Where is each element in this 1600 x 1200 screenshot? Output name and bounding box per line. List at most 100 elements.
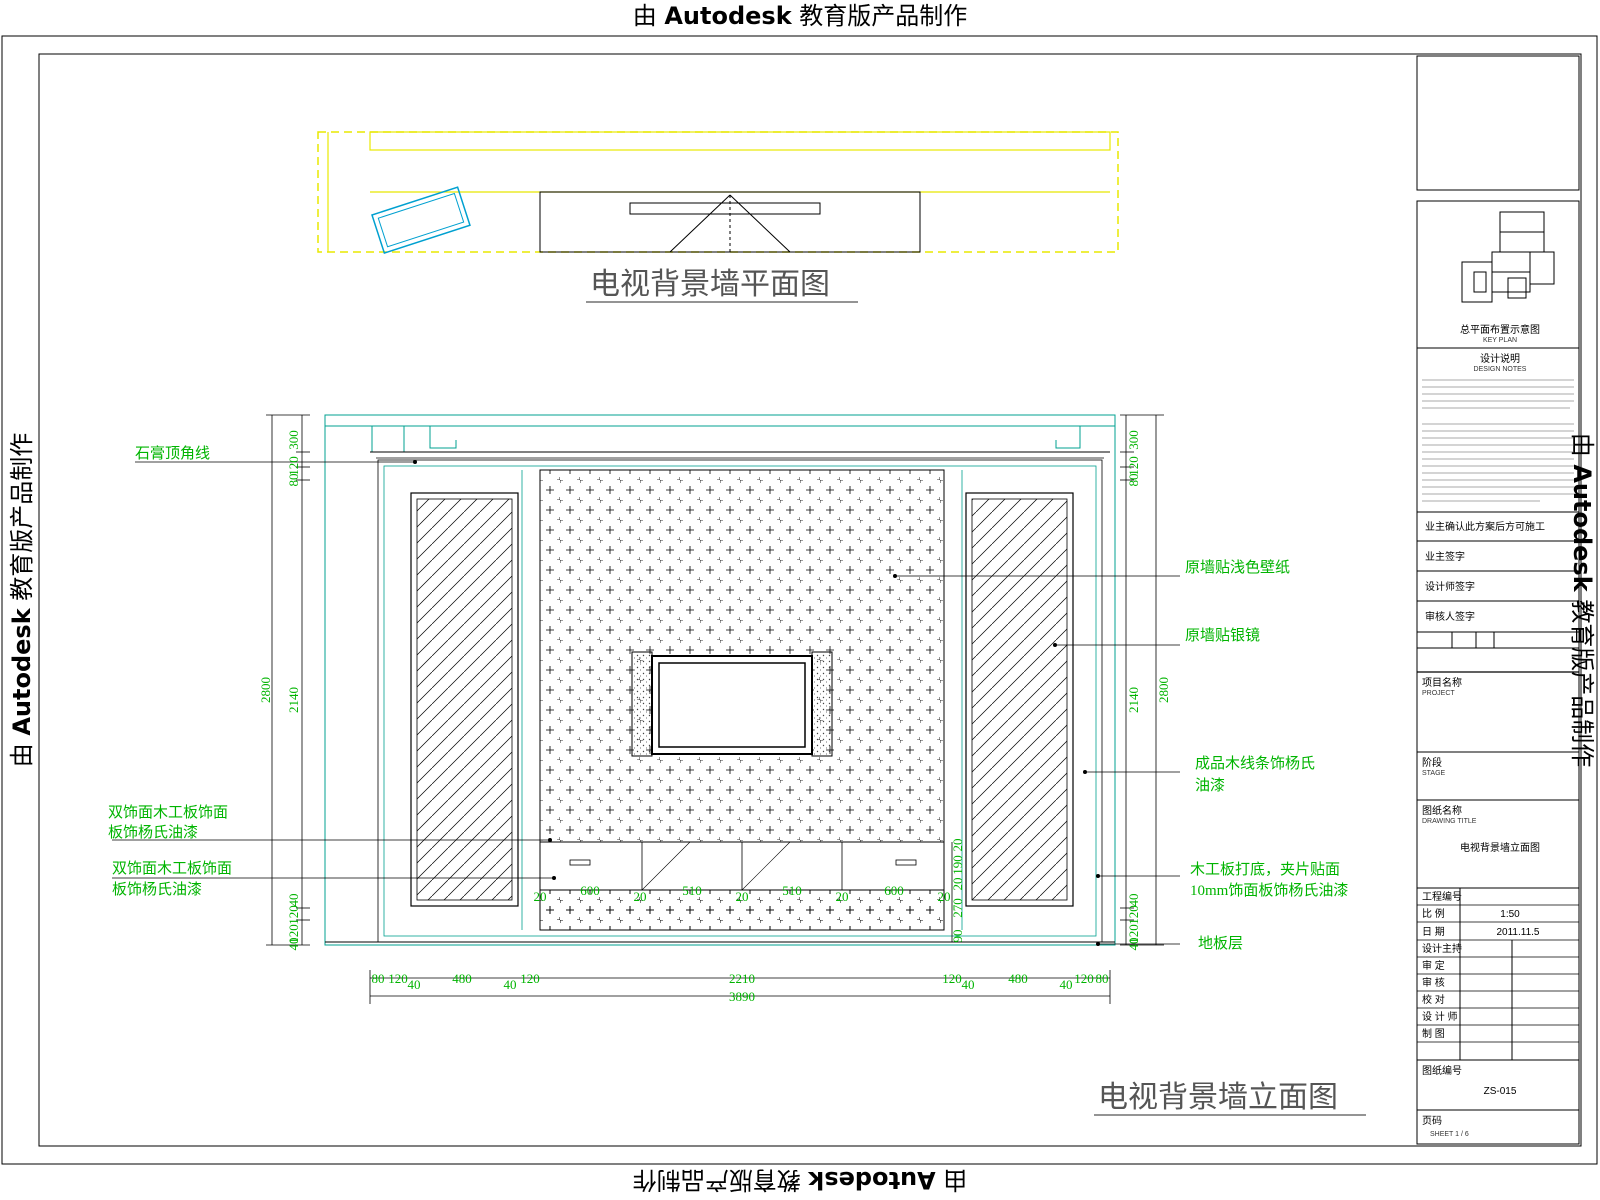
svg-text:600: 600 [580, 883, 600, 898]
svg-text:90: 90 [950, 930, 965, 943]
svg-text:20: 20 [950, 878, 965, 891]
drawing-number-value: ZS-015 [1484, 1086, 1517, 1097]
svg-text:审 定: 审 定 [1422, 959, 1445, 972]
tv-screen [658, 662, 806, 748]
drawing-name-label: 图纸名称 [1422, 804, 1462, 817]
annotation-floor: 地板层 [1198, 934, 1243, 952]
svg-text:40: 40 [1126, 894, 1141, 907]
owner-signature-label: 业主签字 [1425, 550, 1465, 563]
drawing-name-label-en: DRAWING TITLE [1422, 818, 1477, 825]
svg-text:设计主持: 设计主持 [1422, 942, 1462, 955]
svg-text:40: 40 [962, 977, 975, 992]
svg-text:20: 20 [534, 889, 547, 904]
project-name-label: 项目名称 [1422, 676, 1462, 689]
svg-text:80: 80 [286, 474, 301, 487]
svg-text:120: 120 [286, 905, 301, 925]
title-block-rows: 工程编号 比 例 1:50 日 期 2011.11.5 设计主持 审 定 审 核… [1417, 888, 1579, 1061]
svg-text:2011.11.5: 2011.11.5 [1496, 927, 1539, 938]
svg-text:40: 40 [504, 977, 517, 992]
key-plan-caption: 总平面布置示意图 [1460, 323, 1540, 336]
sheet-label: 页码 [1422, 1115, 1442, 1127]
svg-text:1:50: 1:50 [1500, 909, 1520, 920]
svg-text:2140: 2140 [286, 687, 301, 713]
sheet-value: SHEET 1 / 6 [1430, 1131, 1469, 1138]
svg-text:120: 120 [942, 971, 962, 986]
svg-text:20: 20 [634, 889, 647, 904]
svg-text:120: 120 [1074, 971, 1094, 986]
reviewer-signature-label: 审核人签字 [1425, 610, 1475, 623]
svg-text:校 对: 校 对 [1422, 993, 1445, 1006]
svg-text:120: 120 [520, 971, 540, 986]
svg-text:40: 40 [1060, 977, 1073, 992]
svg-text:制 图: 制 图 [1422, 1027, 1445, 1040]
title-block: 总平面布置示意图 KEY PLAN 设计说明 DESIGN NOTES 业主确认… [1416, 55, 1580, 1145]
svg-text:80: 80 [372, 971, 385, 986]
svg-text:120: 120 [1126, 905, 1141, 925]
svg-text:510: 510 [782, 883, 802, 898]
svg-text:40: 40 [1126, 938, 1141, 951]
design-notes-body [1422, 379, 1574, 502]
designer-signature-label: 设计师签字 [1425, 580, 1475, 593]
svg-text:20: 20 [836, 889, 849, 904]
plan-view-title: 电视背景墙平面图 [590, 267, 830, 302]
svg-text:120: 120 [388, 971, 408, 986]
svg-text:480: 480 [452, 971, 472, 986]
annotation-wood-trim-line1: 成品木线条饰杨氏 [1195, 755, 1315, 772]
annotation-center-wallpaper: 原墙贴浅色壁纸 [1185, 559, 1290, 576]
svg-text:480: 480 [1008, 971, 1028, 986]
annotation-cabinet-line2: 10mm饰面板饰杨氏油漆 [1190, 881, 1348, 899]
watermark-top: 由 Autodesk 教育版产品制作 [633, 2, 968, 30]
dimension-text: 300 120 80 2800 2140 40 120 120 40 300 1… [258, 430, 1171, 1004]
svg-text:300: 300 [1126, 430, 1141, 450]
svg-text:设 计 师: 设 计 师 [1422, 1010, 1458, 1023]
drawing-number-label: 图纸编号 [1422, 1064, 1462, 1077]
annotation-panel-b-line1: 双饰面木工板饰面 [112, 859, 232, 877]
svg-text:270: 270 [950, 898, 965, 918]
stage-label-en: STAGE [1422, 770, 1446, 777]
annotation-panel-a-line2: 板饰杨氏油漆 [108, 823, 198, 841]
leader-lines [112, 461, 1180, 945]
design-notes-title: 设计说明 [1480, 352, 1520, 365]
svg-text:190: 190 [950, 855, 965, 875]
inner-border [38, 53, 1582, 1147]
svg-text:120: 120 [286, 456, 301, 476]
svg-text:80: 80 [1096, 971, 1109, 986]
svg-text:40: 40 [286, 938, 301, 951]
watermark-right: 由 Autodesk 教育版产品制作 [1568, 433, 1596, 768]
svg-text:80: 80 [1126, 474, 1141, 487]
svg-text:20: 20 [950, 839, 965, 852]
svg-text:120: 120 [1126, 456, 1141, 476]
svg-text:40: 40 [408, 977, 421, 992]
key-plan-thumbnail [1461, 211, 1555, 303]
svg-text:20: 20 [938, 889, 951, 904]
annotation-panel-a-line1: 双饰面木工板饰面 [108, 803, 228, 821]
svg-text:120: 120 [1126, 924, 1141, 944]
design-notes-title-en: DESIGN NOTES [1474, 366, 1527, 373]
annotation-top-cornice: 石膏顶角线 [135, 445, 210, 462]
elevation-view: 石膏顶角线 原墙贴浅色壁纸 原墙贴银镜 成品木线条饰杨氏 油漆 双饰面木工板饰面… [108, 414, 1366, 1116]
svg-text:510: 510 [682, 883, 702, 898]
svg-text:2800: 2800 [1156, 677, 1171, 703]
company-label: 业主确认此方案后方可施工 [1425, 520, 1545, 533]
svg-text:3890: 3890 [729, 989, 755, 1004]
key-plan-caption-en: KEY PLAN [1483, 337, 1517, 344]
watermark-left: 由 Autodesk 教育版产品制作 [8, 433, 36, 768]
svg-text:比 例: 比 例 [1422, 907, 1445, 920]
svg-text:2800: 2800 [258, 677, 273, 703]
svg-text:120: 120 [286, 924, 301, 944]
plan-view: 电视背景墙平面图 [317, 131, 1119, 303]
project-name-label-en: PROJECT [1422, 690, 1455, 697]
svg-text:300: 300 [286, 430, 301, 450]
svg-text:2140: 2140 [1126, 687, 1141, 713]
drawing-name-value: 电视背景墙立面图 [1460, 841, 1540, 854]
elevation-view-title: 电视背景墙立面图 [1098, 1080, 1338, 1115]
left-mirror-panel [416, 498, 513, 901]
outer-border [1, 35, 1598, 1165]
svg-text:20: 20 [736, 889, 749, 904]
svg-text:工程编号: 工程编号 [1422, 890, 1462, 903]
annotation-cabinet-line1: 木工板打底，夹片贴面 [1190, 860, 1340, 878]
svg-text:审 核: 审 核 [1422, 976, 1445, 989]
svg-text:40: 40 [286, 894, 301, 907]
annotation-wood-trim-line2: 油漆 [1195, 777, 1225, 794]
